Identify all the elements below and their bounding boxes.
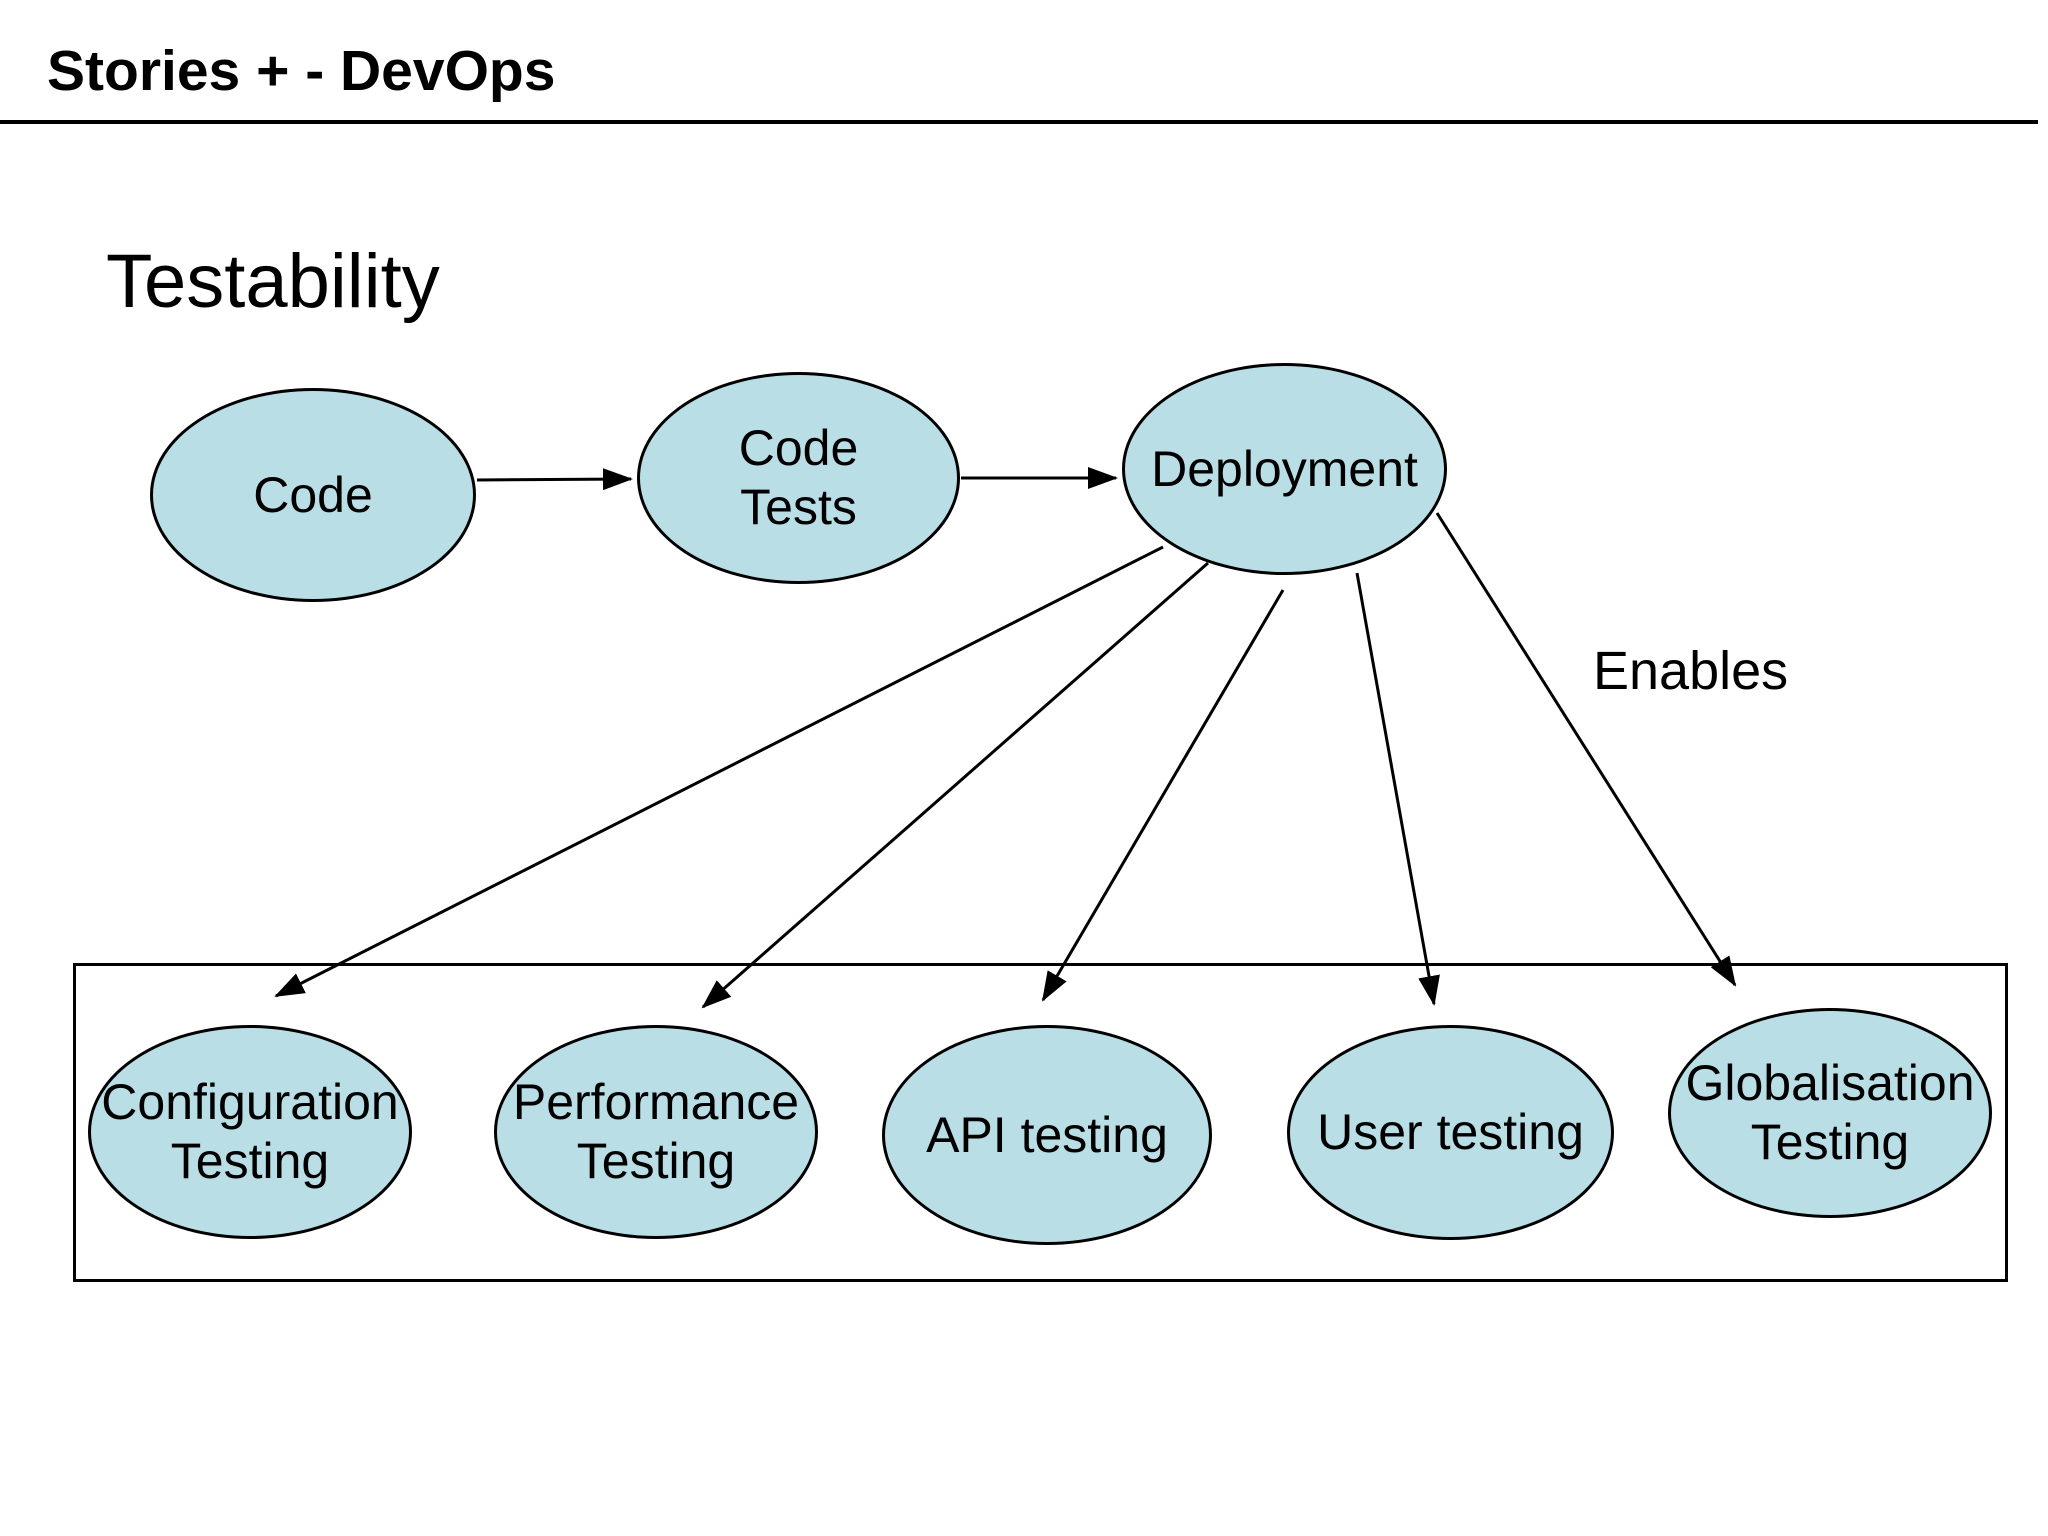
node-globalisation-testing: Globalisation Testing [1668, 1008, 1992, 1218]
node-globalisation-label-line2: Testing [1750, 1114, 1910, 1170]
node-deployment: Deployment [1122, 363, 1447, 575]
edge-deployment-to-globalisation [1435, 512, 1737, 987]
node-api-label: API testing [926, 1106, 1168, 1163]
node-deployment-label: Deployment [1151, 440, 1418, 497]
title-divider-line [0, 120, 2038, 124]
edge-code-to-code-tests [476, 468, 633, 491]
node-performance-label-line2: Testing [576, 1133, 736, 1189]
node-code-label: Code [253, 466, 373, 523]
edge-label-enables: Enables [1593, 641, 1789, 701]
node-code-tests-label-line1: Code [738, 420, 859, 476]
node-performance-label-line1: Performance [512, 1074, 800, 1130]
node-code: Code [150, 388, 476, 602]
node-configuration-testing: Configuration Testing [88, 1025, 412, 1239]
node-api-testing: API testing [882, 1025, 1212, 1245]
node-configuration-label-line1: Configuration [101, 1074, 399, 1130]
node-code-tests-label-line2: Tests [740, 479, 857, 535]
node-performance-testing: Performance Testing [494, 1025, 818, 1239]
node-user-label: User testing [1317, 1104, 1584, 1160]
edge-deployment-to-api [1041, 589, 1285, 1002]
node-globalisation-label-line1: Globalisation [1685, 1055, 1975, 1111]
slide-title: Stories + - DevOps [47, 39, 556, 103]
node-code-tests: Code Tests [637, 372, 960, 584]
page-title: Testability [106, 239, 440, 324]
edge-deployment-to-configuration [274, 545, 1164, 998]
edge-deployment-to-user [1355, 572, 1440, 1006]
node-user-testing: User testing [1287, 1025, 1614, 1240]
edge-deployment-to-performance [701, 561, 1209, 1009]
node-configuration-label-line2: Testing [170, 1133, 330, 1189]
